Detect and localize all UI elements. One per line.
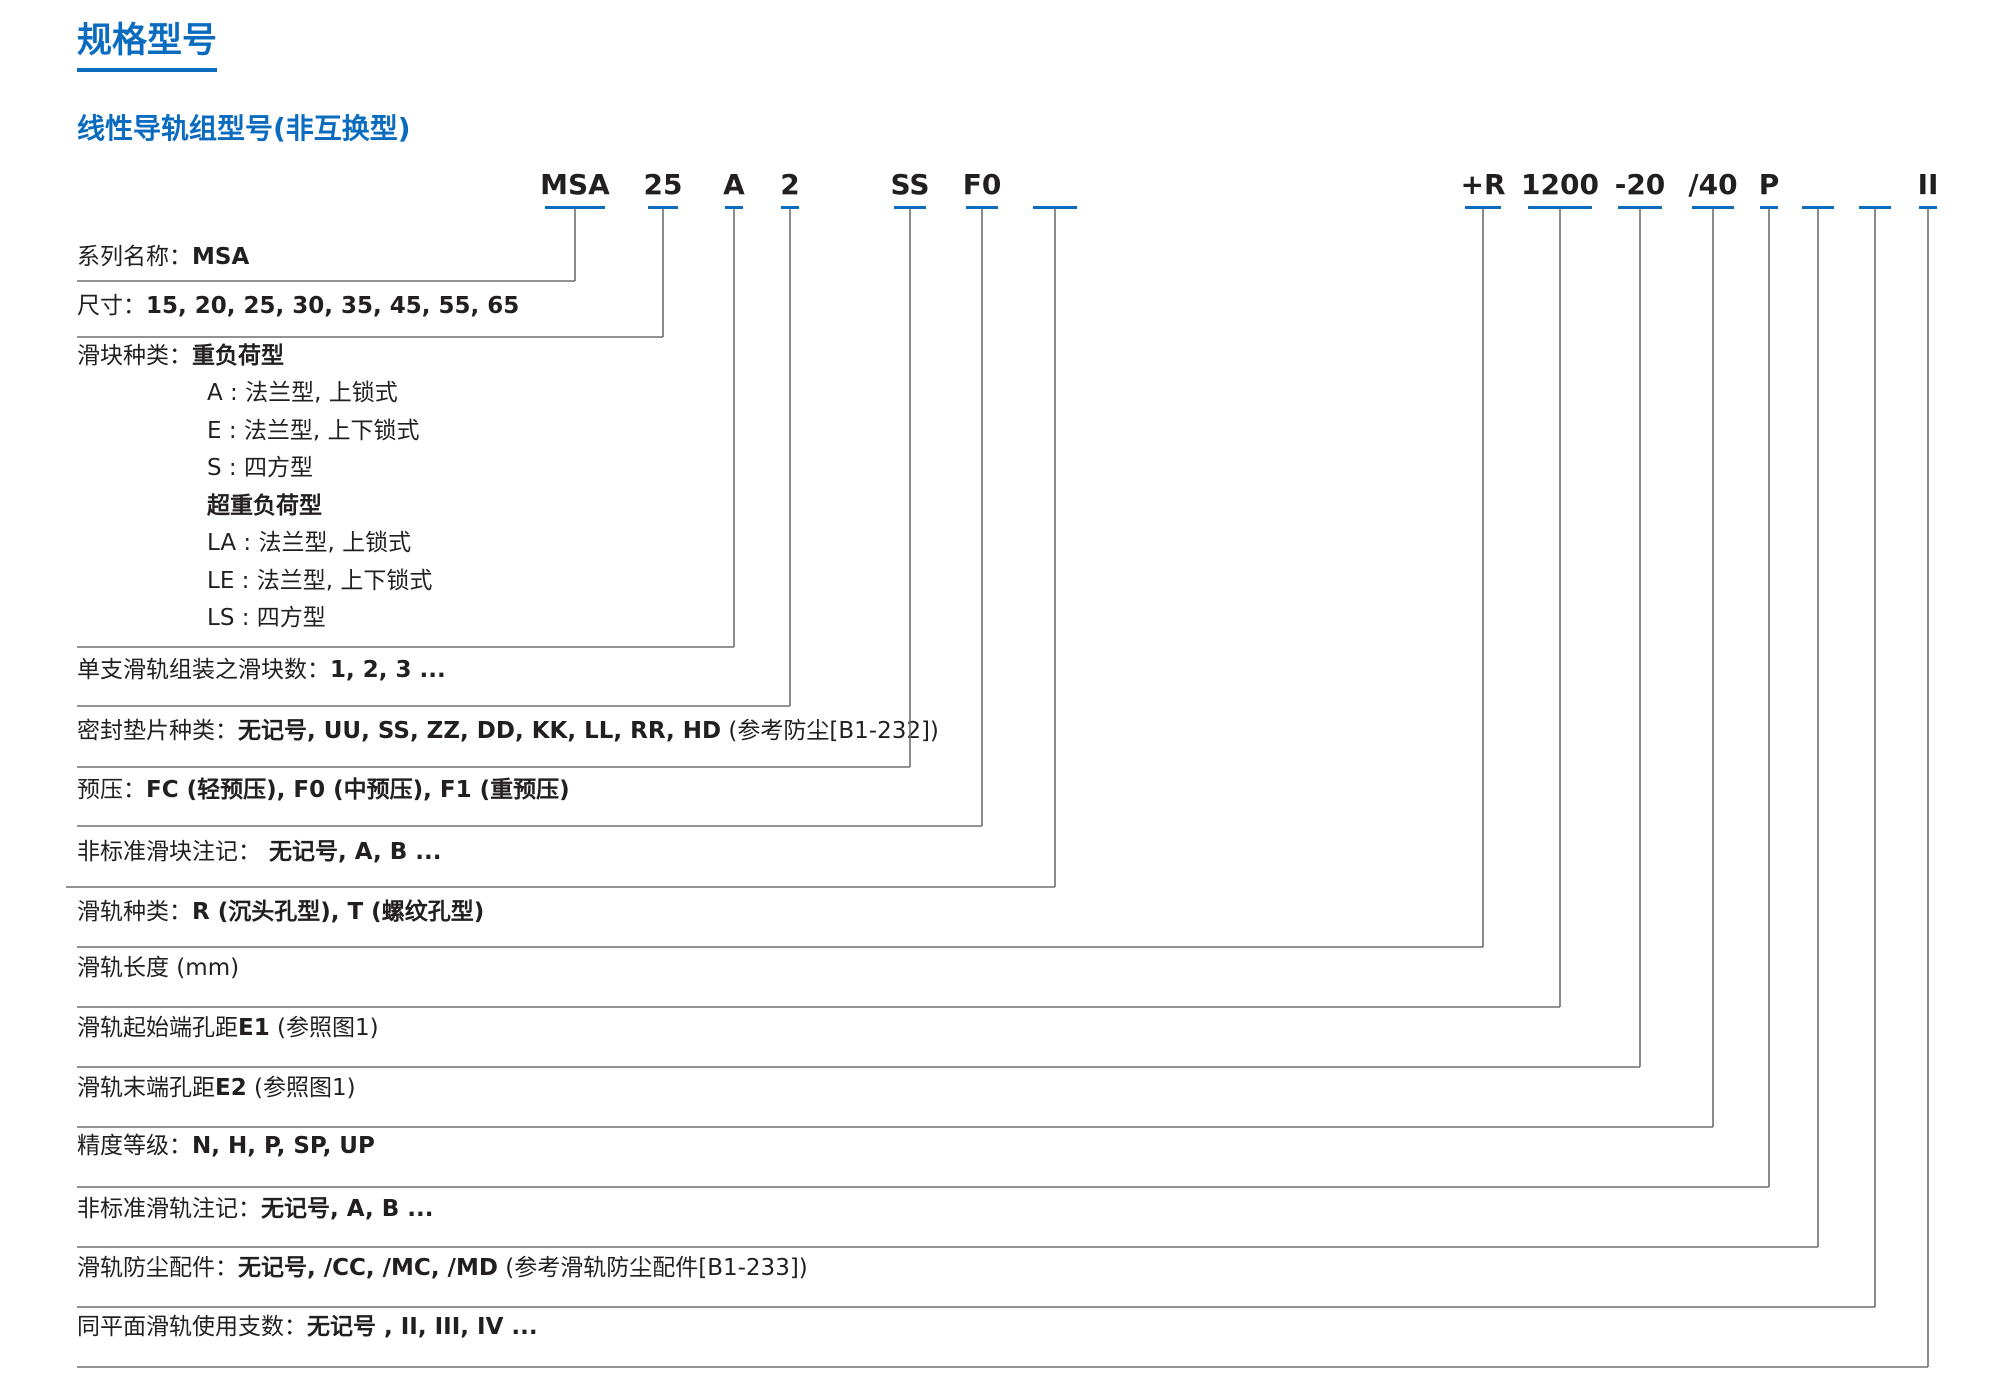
spec-note: (参考防尘[B1-232]): [721, 718, 939, 744]
spec-label: 滑轨防尘配件：: [77, 1255, 238, 1281]
spec-row-text: 非标准滑块注记： 无记号, A, B ...: [77, 839, 441, 867]
spec-note: (参考滑轨防尘配件[B1-233]): [497, 1255, 808, 1281]
spec-value: 无记号, /CC, /MC, /MD: [238, 1255, 498, 1281]
spec-label: 尺寸：: [77, 293, 146, 319]
sub-option: LA : 法兰型, 上锁式: [207, 530, 412, 556]
spec-row-text: 同平面滑轨使用支数：无记号 , II, III, IV ...: [77, 1314, 538, 1342]
spec-row-text: 密封垫片种类：无记号, UU, SS, ZZ, DD, KK, LL, RR, …: [77, 718, 939, 746]
spec-value: MSA: [192, 244, 250, 270]
spec-value: 无记号, A, B ...: [261, 839, 442, 865]
code-segment: 25: [643, 168, 683, 201]
spec-row-text: 滑轨长度 (mm): [77, 955, 239, 983]
code-underline: [725, 206, 743, 209]
spec-label: 密封垫片种类：: [77, 718, 238, 744]
spec-value: E1: [238, 1015, 270, 1041]
spec-row-text: 尺寸：15, 20, 25, 30, 35, 45, 55, 65: [77, 293, 519, 321]
sub-option: E : 法兰型, 上下锁式: [207, 418, 420, 444]
spec-label: 预压：: [77, 777, 146, 803]
sub-option: A : 法兰型, 上锁式: [207, 380, 398, 406]
spec-row-text: 非标准滑轨注记：无记号, A, B ...: [77, 1196, 433, 1224]
code-underline: [1859, 206, 1891, 209]
spec-row-text: 精度等级：N, H, P, SP, UP: [77, 1133, 375, 1161]
sub-option: LS : 四方型: [207, 605, 326, 631]
code-segment: P: [1758, 168, 1780, 201]
spec-value: 无记号, UU, SS, ZZ, DD, KK, LL, RR, HD: [238, 718, 722, 744]
spec-label: 同平面滑轨使用支数：: [77, 1314, 307, 1340]
spec-value: 重负荷型: [192, 343, 284, 369]
spec-label: 非标准滑块注记：: [77, 839, 261, 865]
spec-value: R (沉头孔型), T (螺纹孔型): [192, 899, 485, 925]
spec-value: E2: [215, 1075, 247, 1101]
code-segment: SS: [890, 168, 930, 201]
spec-row-text: 系列名称：MSA: [77, 244, 249, 272]
spec-label: 非标准滑轨注记：: [77, 1196, 261, 1222]
spec-row-text: 滑轨种类：R (沉头孔型), T (螺纹孔型): [77, 899, 484, 927]
spec-value: 无记号 , II, III, IV ...: [307, 1314, 538, 1340]
code-underline: [1528, 206, 1592, 209]
spec-value: FC (轻预压), F0 (中预压), F1 (重预压): [146, 777, 570, 803]
spec-label: 滑轨末端孔距: [77, 1075, 215, 1101]
code-segment: 2: [780, 168, 800, 201]
code-segment: II: [1917, 168, 1939, 201]
sub-group-heading: 超重负荷型: [207, 493, 322, 519]
page-title: 规格型号: [77, 20, 218, 72]
code-segment: +R: [1460, 168, 1506, 201]
spec-value: 1, 2, 3 ...: [330, 657, 446, 683]
code-segment: A: [723, 168, 745, 201]
sub-option: S : 四方型: [207, 455, 313, 481]
code-underline: [1919, 206, 1937, 209]
spec-label: 滑轨种类：: [77, 899, 192, 925]
code-segment: MSA: [540, 168, 610, 201]
code-segment: -20: [1614, 168, 1666, 201]
code-segment: /40: [1688, 168, 1738, 201]
spec-label: 滑轨长度 (mm): [77, 955, 240, 981]
spec-row-text: 滑块种类：重负荷型: [77, 343, 284, 371]
code-underline: [648, 206, 678, 209]
code-underline: [894, 206, 926, 209]
spec-value: 15, 20, 25, 30, 35, 45, 55, 65: [146, 293, 520, 319]
spec-note: (参照图1): [246, 1075, 356, 1101]
spec-value: 无记号, A, B ...: [261, 1196, 434, 1222]
spec-label: 滑块种类：: [77, 343, 192, 369]
code-segment: F0: [962, 168, 1002, 201]
spec-row-text: 滑轨起始端孔距E1 (参照图1): [77, 1015, 379, 1043]
code-underline: [966, 206, 998, 209]
code-underline: [1618, 206, 1662, 209]
spec-row-text: 滑轨末端孔距E2 (参照图1): [77, 1075, 356, 1103]
spec-row-text: 预压：FC (轻预压), F0 (中预压), F1 (重预压): [77, 777, 570, 805]
spec-row-text: 单支滑轨组装之滑块数：1, 2, 3 ...: [77, 657, 446, 685]
code-segment: 1200: [1521, 168, 1599, 201]
section-subtitle: 线性导轨组型号(非互换型): [77, 112, 411, 145]
code-underline: [781, 206, 799, 209]
spec-note: (参照图1): [269, 1015, 379, 1041]
code-underline: [1692, 206, 1734, 209]
sub-option: LE : 法兰型, 上下锁式: [207, 568, 433, 594]
code-underline: [1465, 206, 1501, 209]
spec-label: 单支滑轨组装之滑块数：: [77, 657, 330, 683]
code-underline: [545, 206, 605, 209]
spec-row-text: 滑轨防尘配件：无记号, /CC, /MC, /MD (参考滑轨防尘配件[B1-2…: [77, 1255, 808, 1283]
spec-label: 系列名称：: [77, 244, 192, 270]
code-underline: [1802, 206, 1834, 209]
spec-value: N, H, P, SP, UP: [192, 1133, 375, 1159]
spec-label: 滑轨起始端孔距: [77, 1015, 238, 1041]
code-underline: [1760, 206, 1778, 209]
spec-label: 精度等级：: [77, 1133, 192, 1159]
code-underline: [1033, 206, 1077, 209]
